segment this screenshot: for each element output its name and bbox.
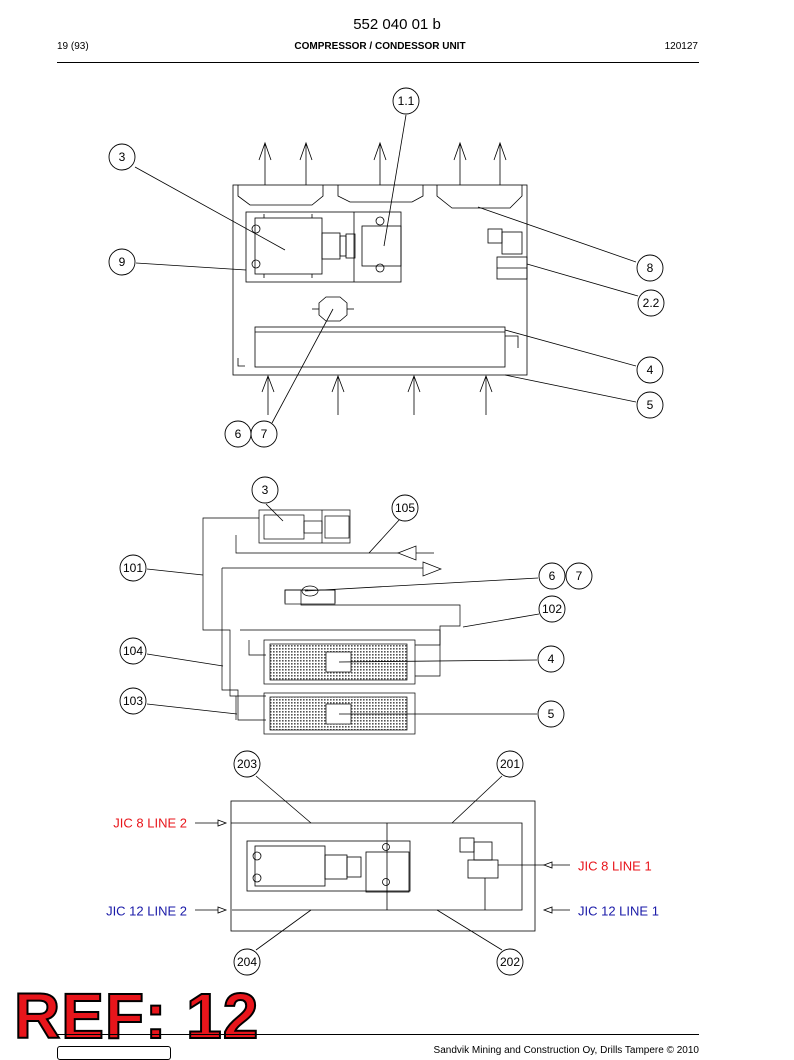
callout-label: 102: [542, 602, 562, 616]
middle-diagram: [202, 509, 461, 735]
callout-4: 4: [636, 356, 664, 384]
callout-label: 8: [647, 261, 654, 275]
callout-3-mid: 3: [251, 476, 279, 504]
callout-5-mid: 5: [537, 700, 565, 728]
callout-101: 101: [119, 554, 147, 582]
callout-2-2: 2.2: [637, 289, 665, 317]
callout-label: 1.1: [398, 94, 415, 108]
middle-leaders: [146, 503, 540, 715]
callout-104: 104: [119, 637, 147, 665]
callout-label: 6: [549, 569, 556, 583]
callout-label: 5: [548, 707, 555, 721]
page-number: 19 (93): [57, 41, 89, 52]
footer-copyright: Sandvik Mining and Construction Oy, Dril…: [433, 1045, 699, 1056]
callout-6: 6: [224, 420, 252, 448]
fan-middle: [337, 185, 424, 203]
callout-103: 103: [119, 687, 147, 715]
callout-label: 4: [548, 652, 555, 666]
callout-3: 3: [108, 143, 136, 171]
callout-201: 201: [496, 750, 524, 778]
fan-left: [237, 185, 324, 206]
fan-right: [436, 185, 523, 209]
callout-105: 105: [391, 494, 419, 522]
document-number: 552 040 01 b: [353, 16, 441, 33]
sandvik-logo: [57, 1046, 171, 1060]
callout-label: 7: [261, 427, 268, 441]
callout-202: 202: [496, 948, 524, 976]
footer-rule: [57, 1034, 699, 1035]
callout-label: 6: [235, 427, 242, 441]
callout-label: 9: [119, 255, 126, 269]
port-jic8-line2: JIC 8 LINE 2: [113, 816, 187, 831]
clutch: [361, 225, 402, 267]
port-jic12-line1: JIC 12 LINE 1: [578, 904, 659, 919]
unit-frame: [232, 184, 528, 376]
air-out-arrows: [258, 141, 507, 185]
date-code: 120127: [664, 41, 698, 52]
ref-stamp: REF: 12: [13, 980, 260, 1052]
top-leaders: [134, 114, 639, 424]
callout-5: 5: [636, 391, 664, 419]
callout-7-mid: 7: [565, 562, 593, 590]
air-in-arrows: [261, 374, 493, 415]
flow-arrow-left: [397, 545, 417, 561]
callout-label: 204: [237, 955, 257, 969]
callout-102: 102: [538, 595, 566, 623]
callout-204: 204: [233, 948, 261, 976]
section-title: COMPRESSOR / CONDESSOR UNIT: [294, 41, 466, 52]
callout-label: 4: [647, 363, 654, 377]
callout-7: 7: [250, 420, 278, 448]
valve: [487, 228, 503, 244]
condenser: [254, 326, 506, 368]
callout-label: 202: [500, 955, 520, 969]
port-jic8-line1: JIC 8 LINE 1: [578, 859, 652, 874]
callout-label: 105: [395, 501, 415, 515]
callout-label: 203: [237, 757, 257, 771]
sight-glass: [318, 296, 348, 322]
flow-arrow-right: [422, 561, 442, 577]
callout-203: 203: [233, 750, 261, 778]
callout-label: 103: [123, 694, 143, 708]
callout-label: 3: [119, 150, 126, 164]
callout-4-mid: 4: [537, 645, 565, 673]
header-rule: [57, 62, 699, 63]
compressor-body: [254, 217, 323, 275]
callout-label: 3: [262, 483, 269, 497]
top-diagram: [232, 141, 528, 415]
callout-label: 104: [123, 644, 143, 658]
port-jic12-line2: JIC 12 LINE 2: [106, 904, 187, 919]
callout-label: 5: [647, 398, 654, 412]
callout-label: 2.2: [643, 296, 660, 310]
callout-label: 201: [500, 757, 520, 771]
callout-label: 7: [576, 569, 583, 583]
bottom-diagram: [195, 800, 570, 932]
bottom-leaders: [255, 775, 503, 951]
callout-6-mid: 6: [538, 562, 566, 590]
callout-8: 8: [636, 254, 664, 282]
callout-1-1: 1.1: [392, 87, 420, 115]
callout-9: 9: [108, 248, 136, 276]
callout-label: 101: [123, 561, 143, 575]
